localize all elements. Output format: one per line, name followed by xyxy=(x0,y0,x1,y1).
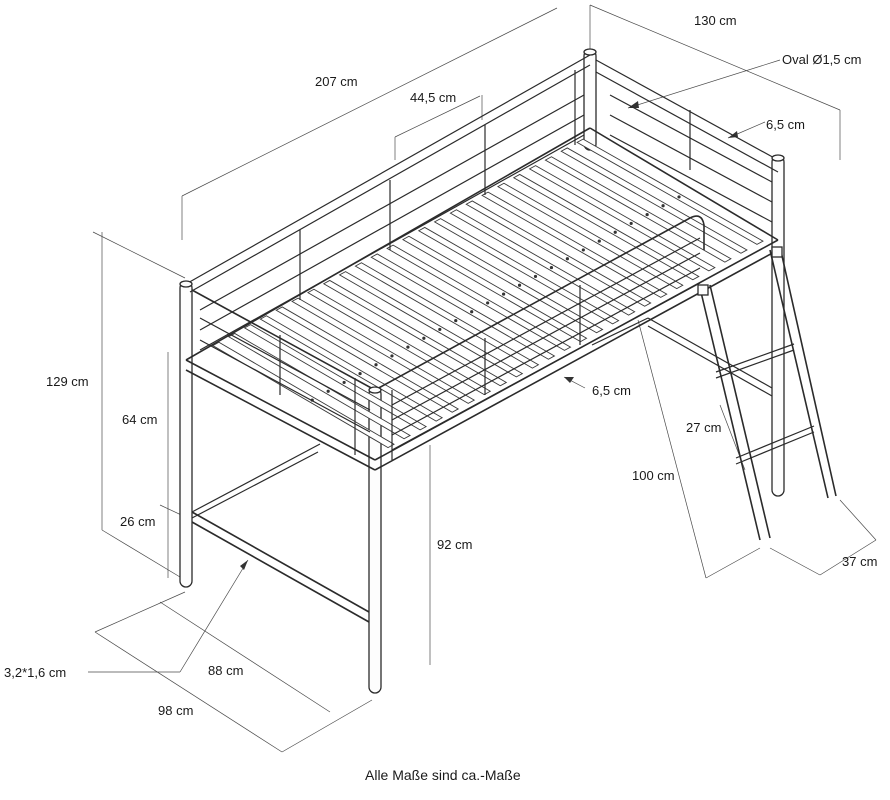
slat-bolt xyxy=(390,354,394,358)
label-rail-gap-front: 6,5 cm xyxy=(592,383,631,398)
slat-bolt xyxy=(597,239,601,243)
slat xyxy=(433,218,620,325)
slat-bolt xyxy=(533,274,538,279)
slat-bolt xyxy=(342,380,346,385)
label-bottom-rail-height: 26 cm xyxy=(120,514,155,529)
slat-bolt xyxy=(565,257,569,261)
slat xyxy=(496,182,684,290)
slat-bolt xyxy=(501,292,506,296)
slat xyxy=(386,244,572,351)
slat xyxy=(512,173,700,281)
ladder xyxy=(697,246,837,541)
slat-bolt xyxy=(581,248,585,252)
slat-bolt xyxy=(406,345,410,349)
slat-bolt xyxy=(661,204,665,208)
slat-bolt xyxy=(326,389,330,393)
slat xyxy=(528,165,716,272)
post-front-left xyxy=(179,281,193,588)
slat xyxy=(576,138,764,245)
label-ladder-width: 37 cm xyxy=(842,554,877,569)
caption: Alle Maße sind ca.-Maße xyxy=(365,767,521,783)
slat xyxy=(212,341,395,449)
label-tube-oval: Oval Ø1,5 cm xyxy=(782,52,861,67)
back-guard-rail xyxy=(185,54,779,351)
dimension-labels: 130 cm 207 cm 44,5 cm Oval Ø1,5 cm 6,5 c… xyxy=(4,13,877,718)
slat-bolt xyxy=(470,310,474,314)
slat xyxy=(243,324,428,431)
label-post-profile: 3,2*1,6 cm xyxy=(4,665,66,680)
lower-frame xyxy=(191,317,773,623)
slat-bolt xyxy=(486,301,490,305)
slat xyxy=(307,288,492,396)
slat-bolt xyxy=(629,221,633,226)
slat-bolt xyxy=(454,318,458,323)
slat-bolt xyxy=(422,336,426,340)
slat-bolt xyxy=(613,230,617,234)
label-ladder-step: 27 cm xyxy=(686,420,721,435)
label-ladder-length: 100 cm xyxy=(632,468,675,483)
slat xyxy=(449,209,636,316)
slat xyxy=(275,306,460,413)
label-guard-segment: 44,5 cm xyxy=(410,90,456,105)
slat-bolt xyxy=(645,212,649,217)
slat xyxy=(417,226,604,334)
slat xyxy=(481,191,668,298)
slat-grid xyxy=(212,138,764,449)
label-guard-height: 64 cm xyxy=(122,412,157,427)
slat-bolt xyxy=(374,363,378,367)
slat-bolt xyxy=(438,327,442,332)
slat xyxy=(544,156,732,263)
label-total-height: 129 cm xyxy=(46,374,89,389)
label-underbed-clearance: 92 cm xyxy=(437,537,472,552)
slat xyxy=(370,253,556,360)
slat xyxy=(354,262,540,369)
slat-bolt xyxy=(677,195,681,199)
slat-bolt xyxy=(517,283,522,287)
slat xyxy=(291,297,476,404)
slat xyxy=(227,332,411,440)
slat-bolt xyxy=(549,265,554,270)
label-inner-width: 88 cm xyxy=(208,663,243,678)
slat-bolt xyxy=(358,371,362,376)
label-outer-width: 98 cm xyxy=(158,703,193,718)
label-length: 207 cm xyxy=(315,74,358,89)
post-caps xyxy=(179,48,785,394)
slat xyxy=(465,200,652,307)
slat xyxy=(322,279,508,387)
dimension-lines xyxy=(88,4,877,753)
slat xyxy=(401,235,588,343)
front-guard-rail xyxy=(191,215,705,460)
slat xyxy=(338,271,524,378)
slat xyxy=(560,147,748,254)
label-width-top: 130 cm xyxy=(694,13,737,28)
label-rail-gap-top: 6,5 cm xyxy=(766,117,805,132)
